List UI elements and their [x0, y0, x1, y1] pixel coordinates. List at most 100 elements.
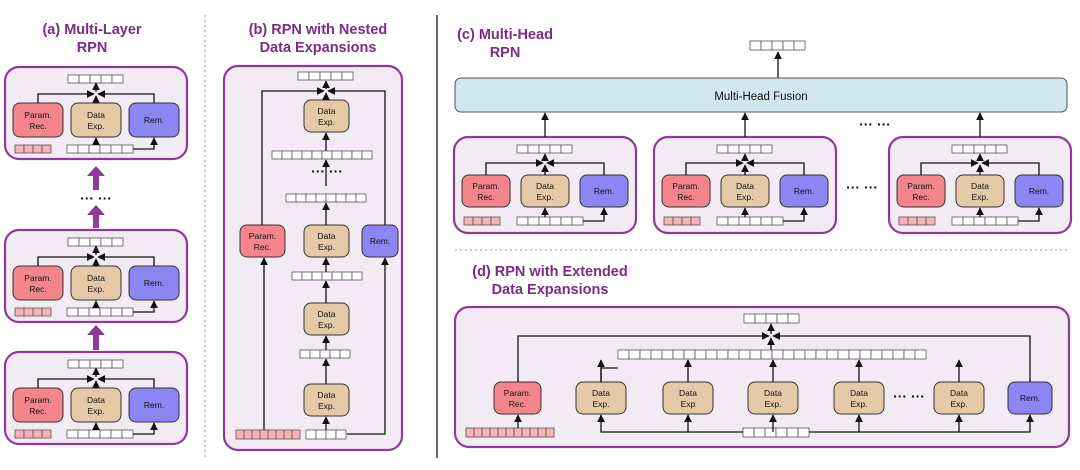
vector-cell [99, 429, 112, 439]
vector-cell [962, 144, 975, 154]
d-rem-label: Rem. [1020, 393, 1040, 403]
d-input-to-data-1 [597, 414, 743, 433]
vector-cell [738, 144, 751, 154]
vector-cell [251, 429, 261, 440]
vector-cell [560, 216, 573, 226]
vector-cell [560, 144, 573, 154]
vector-cell [121, 307, 134, 317]
d-data-exp-4-shape [833, 381, 885, 415]
a-layer-3-input-vector [66, 144, 134, 154]
a-up-arrow-1 [87, 325, 105, 350]
vector-cell [716, 216, 729, 226]
d-data-exp-5-shape [933, 381, 985, 415]
vector-cell [295, 193, 307, 203]
a-layer-2-rem-to-sum [97, 253, 155, 266]
c-head-3-rem-to-sum [981, 159, 1040, 175]
d-rem-to-sum [772, 332, 1031, 382]
a-up-arrow-3 [87, 166, 105, 190]
d-data-exp-2-label: Data [679, 388, 697, 398]
vector-cell [285, 193, 297, 203]
vector-cell [341, 150, 353, 160]
vector-cell [243, 429, 253, 440]
b-data-exp-3-label: Data [318, 231, 336, 241]
c-head-1-rem-to-sum [546, 159, 605, 175]
a-layer-3-param-rec-box: Param.Rec. [12, 102, 64, 138]
vector-cell [111, 359, 124, 369]
vector-cell [77, 429, 90, 439]
vector-cell [727, 144, 740, 154]
vector-cell [66, 307, 79, 317]
up-arrow-shaft [93, 333, 99, 350]
a-layer-1-param-rec-box-label: Rec. [29, 406, 46, 416]
vector-cell [308, 71, 321, 81]
panel-d: Param.Rec.DataExp.DataExpDataExp.DataExp… [453, 305, 1071, 449]
vector-cell [787, 313, 800, 324]
c-head-1-param-rec-label: Rec. [477, 192, 494, 202]
vector-cell [291, 150, 303, 160]
vector-cell [742, 427, 755, 438]
title-a-line2: RPN [77, 40, 108, 56]
c-head-1-param-rec-label: Param. [472, 181, 499, 191]
vector-cell [765, 313, 778, 324]
vector-cell [14, 429, 25, 439]
d-param-rec-label: Param. [504, 388, 531, 398]
b-param-to-sum [261, 87, 325, 225]
a-layer-1-input-to-rem [133, 422, 158, 435]
a-layer-1-rem-box-label: Rem. [144, 400, 164, 410]
a-layer-2-param-rec-box: Param.Rec. [12, 265, 64, 301]
a-layer-1-param-to-sum [37, 375, 95, 388]
vector-cell [301, 271, 313, 281]
vector-cell [516, 216, 529, 226]
a-layer-3-rem-box: Rem. [128, 102, 180, 138]
c-head-3-input-to-rem [1018, 207, 1043, 222]
vector-cell [281, 150, 293, 160]
vector-cell [571, 216, 584, 226]
vector-cell [907, 216, 918, 226]
b-output-vector [297, 71, 354, 81]
d-param-rec-label: Rec. [509, 399, 526, 409]
vector-cell [754, 313, 767, 324]
b-ellipsis: ··· ··· [311, 163, 343, 179]
c-head-3-param-to-sum [920, 159, 979, 175]
d-param-rec-shape [493, 381, 542, 415]
vector-cell [760, 40, 773, 51]
vector-cell [549, 216, 562, 226]
a-layer-1-param-vector [14, 429, 52, 439]
a-layer-1-data-exp-box-shape [70, 387, 122, 423]
vector-cell [804, 349, 817, 360]
a-layer-3-data-exp-box-label: Data [87, 110, 105, 120]
vector-cell [903, 349, 916, 360]
vector-cell [815, 349, 828, 360]
vector-cell [305, 429, 317, 440]
a-layer-3-param-rec-box-label: Rec. [29, 121, 46, 131]
c-head-3-input-vector [951, 216, 1019, 226]
c-head-3-data-exp-shape [955, 174, 1005, 208]
b-vector-mid [291, 271, 363, 281]
d-ellipsis: ··· ··· [893, 388, 925, 404]
b-data-exp-2-label: Data [318, 309, 336, 319]
vector-cell [99, 144, 112, 154]
b-param-rec-shape [239, 224, 286, 258]
vector-cell [760, 349, 773, 360]
vector-cell [78, 359, 91, 369]
vector-cell [235, 429, 245, 440]
c-head-1-data-exp-label: Data [536, 181, 554, 191]
c-head-1-output-vector [516, 144, 573, 154]
d-data-exp-3-label: Exp. [764, 399, 781, 409]
vector-cell [78, 237, 91, 247]
vector-cell [764, 427, 777, 438]
d-data-exp-5-label: Exp. [950, 399, 967, 409]
vector-cell [463, 216, 474, 226]
c-head-1-rem: Rem. [579, 174, 629, 208]
vector-cell [672, 216, 683, 226]
vector-cell [335, 429, 347, 440]
c-head-3-param-rec-shape [896, 174, 946, 208]
d-output-vector [743, 313, 800, 324]
a-layer-1-param-rec-box: Param.Rec. [12, 387, 64, 423]
a-layer-1-rem-box: Rem. [128, 387, 180, 423]
vector-cell [319, 349, 331, 359]
vector-cell [672, 349, 685, 360]
